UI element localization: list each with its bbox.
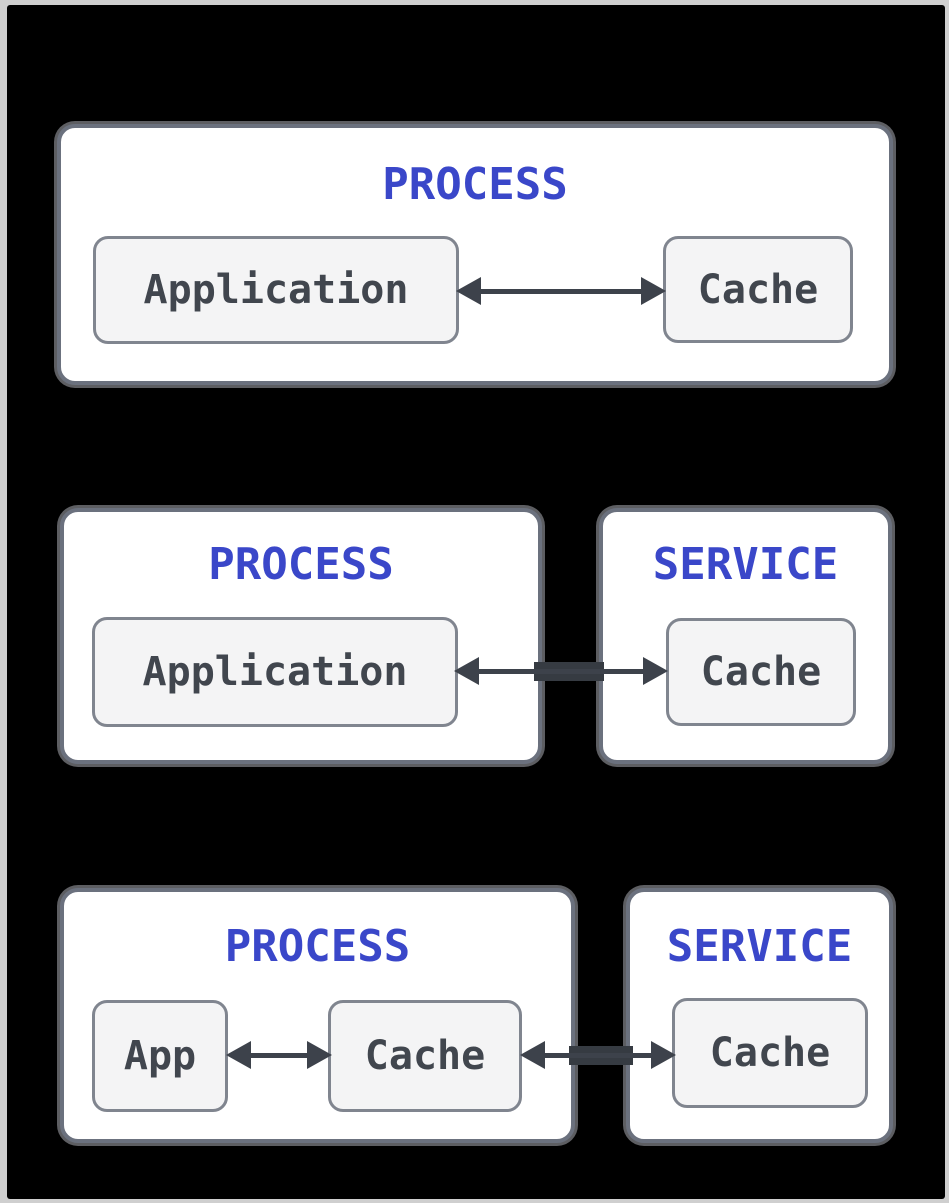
cache-label: Cache: [697, 266, 819, 313]
service-container-2: SERVICE Cache: [599, 508, 892, 764]
cache-node: Cache: [663, 236, 853, 343]
arrow-shaft: [251, 1052, 307, 1058]
service-title: SERVICE: [666, 921, 853, 972]
app-node: App: [92, 1000, 228, 1112]
service-container-3: SERVICE Cache: [626, 888, 893, 1143]
arrowhead-right-icon: [643, 657, 668, 685]
double-arrow-icon: [456, 276, 666, 306]
app-label: App: [123, 1033, 197, 1079]
service-title: SERVICE: [652, 539, 839, 590]
process-container-2: PROCESS Application: [60, 508, 542, 764]
process-container-1: PROCESS Application Cache: [57, 124, 893, 385]
arrowhead-left-icon: [456, 277, 481, 305]
process-title: PROCESS: [382, 159, 568, 210]
cache-label: Cache: [700, 649, 822, 695]
arrow-shaft: [481, 288, 641, 294]
cache-label: Cache: [364, 1033, 486, 1079]
application-label: Application: [142, 649, 408, 695]
application-node: Application: [92, 617, 458, 727]
application-label: Application: [143, 267, 409, 313]
arrow-shaft: [479, 668, 643, 674]
cache-label: Cache: [709, 1030, 831, 1076]
arrow-shaft: [545, 1052, 651, 1058]
arrowhead-right-icon: [651, 1041, 676, 1069]
double-arrow-icon: [454, 656, 668, 686]
arrowhead-right-icon: [641, 277, 666, 305]
process-title: PROCESS: [208, 539, 394, 590]
arrowhead-left-icon: [520, 1041, 545, 1069]
arrowhead-right-icon: [307, 1041, 332, 1069]
arrowhead-left-icon: [454, 657, 479, 685]
arrowhead-left-icon: [226, 1041, 251, 1069]
process-title: PROCESS: [224, 921, 411, 972]
cache-node: Cache: [666, 618, 856, 726]
double-arrow-icon: [520, 1040, 676, 1070]
application-node: Application: [93, 236, 459, 344]
process-container-3: PROCESS App Cache: [60, 888, 575, 1143]
cache-node: Cache: [672, 998, 868, 1108]
double-arrow-icon: [226, 1040, 332, 1070]
cache-node: Cache: [328, 1000, 522, 1112]
